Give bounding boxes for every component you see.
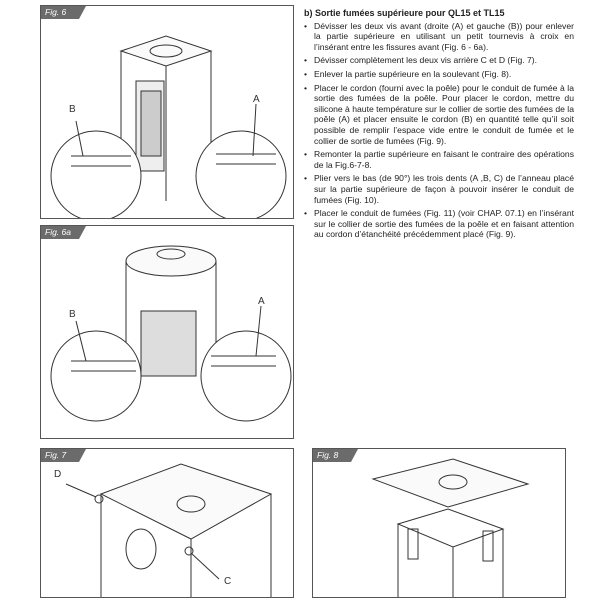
figure-7-drawing	[65, 463, 273, 597]
figure-7-label-d: D	[54, 469, 62, 480]
figure-6-label-b: B	[69, 104, 76, 115]
figure-6: Fig. 6 B A	[40, 5, 294, 219]
figure-8-drawing	[371, 458, 530, 597]
figure-6a-tag: Fig. 6a	[41, 226, 86, 239]
figure-8: Fig. 8	[312, 448, 566, 598]
figure-6-tag: Fig. 6	[41, 6, 86, 19]
list-item: Plier vers le bas (de 90°) les trois den…	[304, 173, 574, 205]
figure-7-label-c: C	[224, 576, 232, 587]
list-item: Dévisser les deux vis avant (droite (A) …	[304, 21, 574, 53]
list-item: Placer le conduit de fumées (Fig. 11) (v…	[304, 208, 574, 240]
figure-6a-label-a: A	[258, 296, 265, 307]
figure-6a: Fig. 6a B A	[40, 225, 294, 439]
figure-6a-label-b: B	[69, 309, 76, 320]
list-item: Enlever la partie supérieure en la soule…	[304, 69, 574, 80]
list-item: Dévisser complètement les deux vis arriè…	[304, 55, 574, 66]
figure-6a-drawing	[50, 245, 292, 422]
figure-8-tag: Fig. 8	[313, 449, 358, 462]
figure-6-drawing	[50, 35, 287, 218]
figure-7-tag: Fig. 7	[41, 449, 86, 462]
list-item: Remonter la partie supérieure en faisant…	[304, 149, 574, 170]
steps-list: Dévisser les deux vis avant (droite (A) …	[304, 21, 574, 240]
figure-7: Fig. 7 D C	[40, 448, 294, 598]
section-heading: b) Sortie fumées supérieure pour QL15 et…	[304, 8, 505, 18]
instructions-column: b) Sortie fumées supérieure pour QL15 et…	[304, 8, 574, 243]
list-item: Placer le cordon (fourni avec la poêle) …	[304, 83, 574, 147]
figure-6-label-a: A	[253, 94, 260, 105]
